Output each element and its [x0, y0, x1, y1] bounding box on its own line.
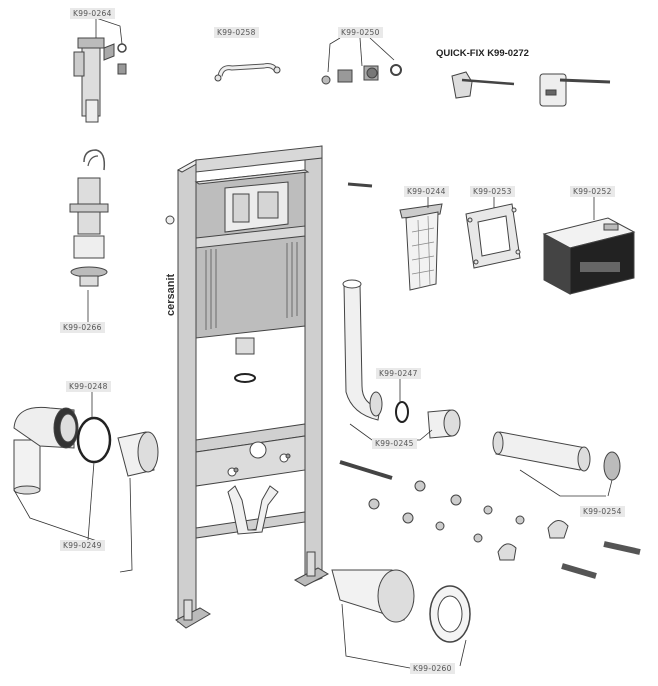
pan-coupler-part [117, 431, 159, 477]
label-k99-0266: K99-0266 [60, 322, 105, 333]
anchor-bolt-1 [603, 541, 641, 555]
label-quick-fix: QUICK-FIX K99-0272 [436, 48, 529, 59]
label-k99-0252: K99-0252 [570, 186, 615, 197]
pan-connector-part [331, 569, 471, 643]
rod-part [339, 460, 393, 480]
valve-set-part [321, 64, 402, 85]
module-part [542, 217, 636, 295]
frame-plate-part [465, 203, 521, 269]
connection-pipe-part [492, 431, 621, 481]
installation-frame [165, 145, 330, 629]
fastener-set [368, 480, 569, 561]
label-k99-0260: K99-0260 [410, 663, 455, 674]
pan-connector-bend [13, 406, 79, 495]
seal-ring-k99-0249 [76, 416, 112, 464]
flush-pipe-part [342, 279, 383, 421]
label-k99-0258: K99-0258 [214, 27, 259, 38]
label-k99-0245: K99-0245 [372, 438, 417, 449]
flush-valve-part [69, 149, 109, 287]
label-k99-0253: K99-0253 [470, 186, 515, 197]
label-k99-0254: K99-0254 [580, 506, 625, 517]
label-k99-0264: K99-0264 [70, 8, 115, 19]
label-k99-0249: K99-0249 [60, 540, 105, 551]
pin-part [347, 182, 373, 188]
label-k99-0248: K99-0248 [66, 381, 111, 392]
brand-logo: cersanit [165, 273, 177, 316]
label-k99-0250: K99-0250 [338, 27, 383, 38]
filter-part [399, 203, 443, 291]
pipe-coupler-part [427, 409, 461, 439]
label-k99-0247: K99-0247 [376, 368, 421, 379]
quick-fix-parts [451, 71, 611, 107]
bracket-part [214, 63, 281, 82]
anchor-bolt-2 [561, 563, 597, 579]
fill-valve-part [73, 37, 127, 123]
seal-ring-k99-0247 [395, 401, 409, 423]
label-k99-0244: K99-0244 [404, 186, 449, 197]
